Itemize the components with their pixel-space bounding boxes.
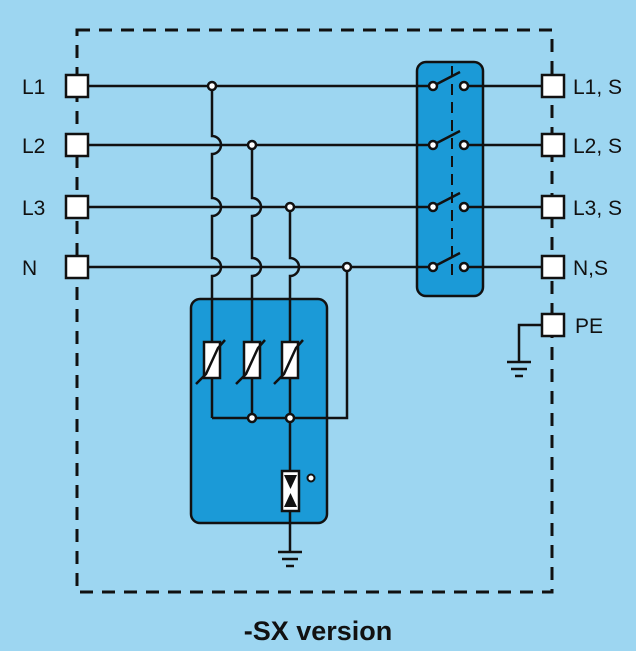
terminal-n (64, 254, 90, 280)
terminal-l2 (64, 132, 90, 158)
switch-contacts (427, 70, 470, 273)
label-l2: L2 (22, 135, 45, 158)
label-l2s: L2, S (573, 135, 622, 158)
label-l1: L1 (22, 76, 45, 99)
label-l3: L3 (22, 197, 45, 220)
terminal-l2s (540, 132, 566, 158)
varistor-l1 (195, 339, 226, 385)
earth-symbol-spd (278, 550, 302, 568)
enclosure-outline (75, 28, 554, 594)
varistor-l3 (273, 339, 304, 385)
label-n: N (22, 257, 37, 280)
terminal-ns (540, 254, 566, 280)
terminal-l3 (64, 194, 90, 220)
terminal-l3s (540, 194, 566, 220)
earth-symbol-pe (507, 323, 542, 378)
terminal-l1 (64, 73, 90, 99)
terminal-l1s (540, 73, 566, 99)
varistor-l2 (235, 339, 266, 385)
junction-dots (206, 80, 353, 424)
label-ns: N,S (573, 257, 608, 280)
varistors (195, 339, 304, 385)
spark-gap (280, 469, 316, 513)
diagram-caption: -SX version (244, 616, 393, 646)
label-l1s: L1, S (573, 76, 622, 99)
label-pe: PE (575, 315, 603, 338)
terminal-pe (540, 312, 566, 338)
disconnect-switch-module (415, 60, 485, 298)
input-terminals (64, 73, 90, 280)
output-terminals (540, 73, 566, 338)
label-l3s: L3, S (573, 197, 622, 220)
